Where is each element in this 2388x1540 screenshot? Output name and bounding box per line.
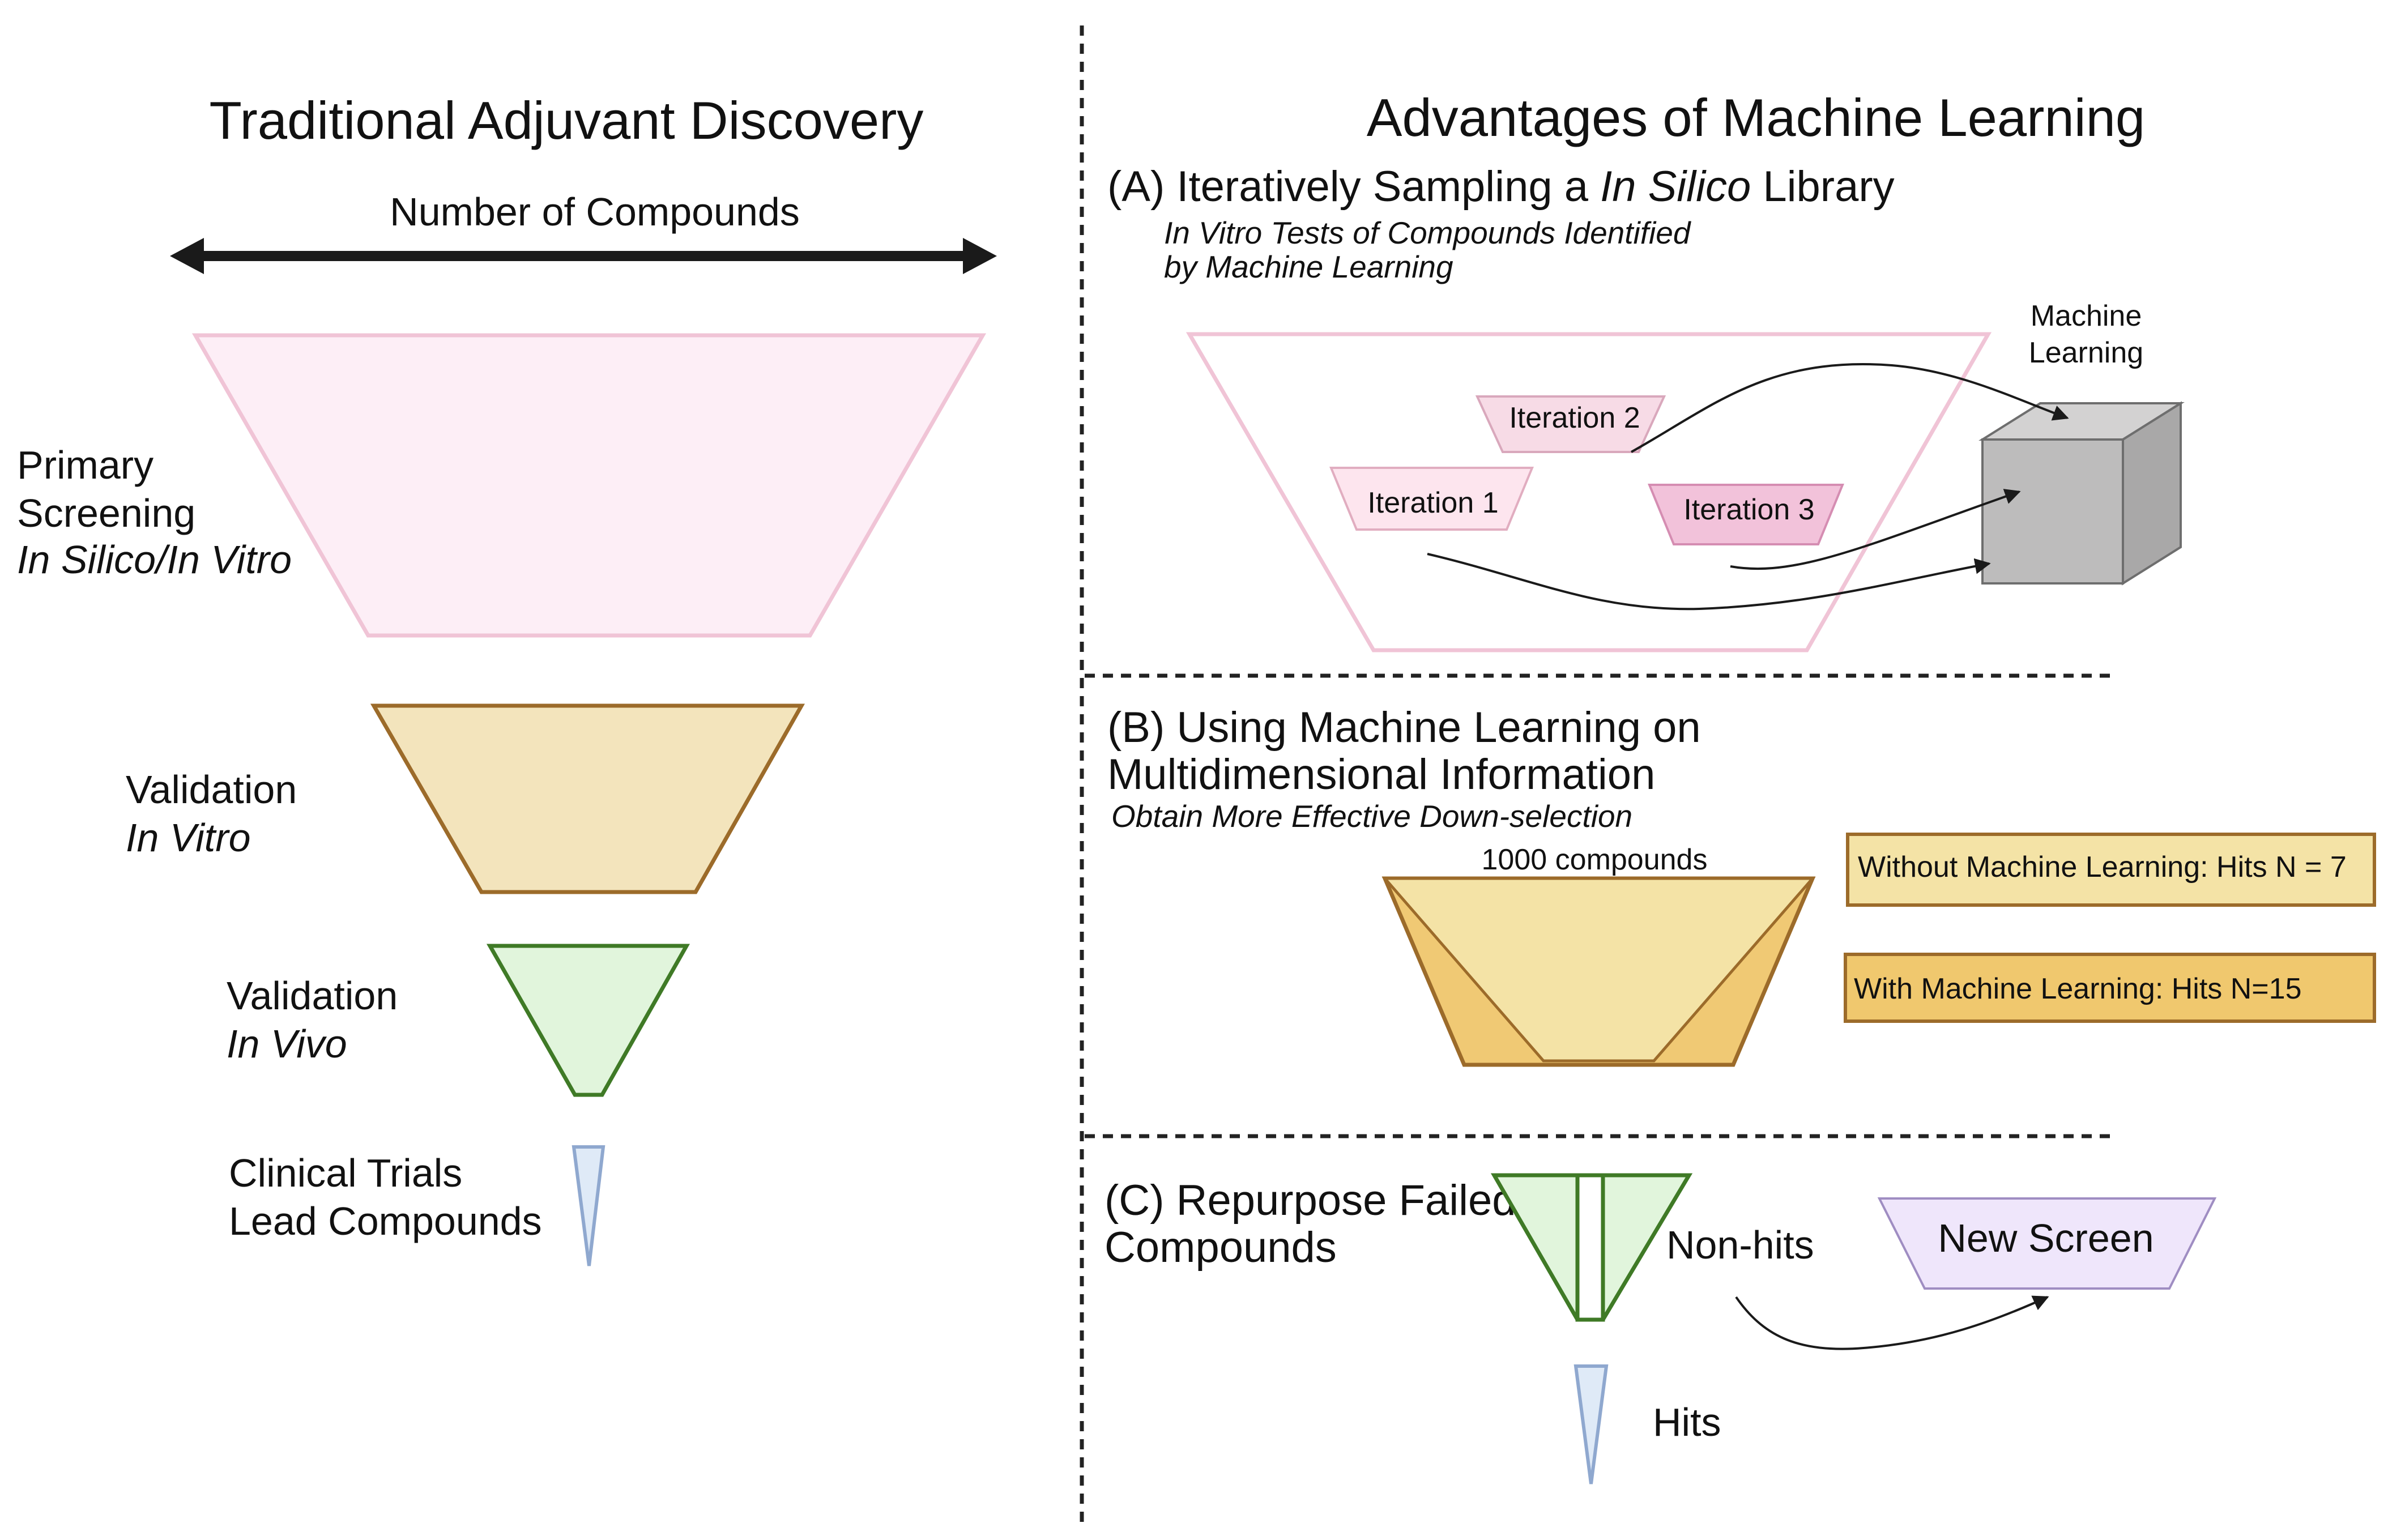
- section-a-note-line2: by Machine Learning: [1164, 249, 1453, 284]
- section-b-heading-line1: (B) Using Machine Learning on: [1107, 703, 1701, 752]
- funnel-1000-label: 1000 compounds: [1482, 843, 1708, 876]
- hits-label: Hits: [1653, 1400, 1721, 1444]
- new-screen-funnel: [1877, 1197, 2217, 1290]
- without-ml-box: [1846, 833, 2376, 907]
- without-ml-text: Without Machine Learning: Hits N = 7: [1858, 851, 2347, 884]
- axis-label: Number of Compounds: [390, 190, 800, 234]
- stage-vivo-line1: Validation: [227, 974, 398, 1018]
- stage-clinical-line2: Lead Compounds: [229, 1199, 542, 1243]
- new-screen-label: New Screen: [1938, 1216, 2154, 1260]
- machine-learning-cube-icon: [1978, 401, 2185, 586]
- arrow-iteration-3-to-ml: [1730, 489, 2021, 570]
- arrow-iteration-1-to-ml: [1427, 553, 1991, 611]
- stage-primary-line2: Screening: [17, 491, 195, 535]
- ml-down-selection-funnel: [1381, 876, 1816, 1067]
- funnel-validation-in-vivo: [486, 944, 690, 1097]
- section-a-heading: (A) Iteratively Sampling a In Silico Lib…: [1107, 163, 1895, 211]
- hits-spike: [1573, 1364, 1609, 1484]
- ml-label-line1: Machine: [2031, 300, 2142, 332]
- failed-compounds-funnel: [1490, 1173, 1693, 1322]
- in-silico-library-outline: [1186, 332, 1992, 652]
- funnel-primary-screening: [191, 333, 987, 638]
- ml-label-line2: Learning: [2029, 336, 2143, 369]
- stage-primary-line1: Primary: [17, 443, 153, 487]
- nonhits-label: Non-hits: [1666, 1223, 1814, 1267]
- stage-vivo-line2: In Vivo: [227, 1022, 347, 1066]
- section-a-note-line1: In Vitro Tests of Compounds Identified: [1164, 215, 1692, 250]
- with-ml-box: [1844, 953, 2376, 1023]
- stage-vitro-line1: Validation: [126, 767, 297, 812]
- section-c-heading-line2: Compounds: [1105, 1223, 1337, 1272]
- stage-vitro-line2: In Vitro: [126, 816, 251, 860]
- arrow-nonhits-to-new-screen: [1735, 1295, 2049, 1350]
- double-arrow-icon: [170, 238, 997, 274]
- iteration-2-label: Iteration 2: [1509, 402, 1640, 434]
- section-b-note: Obtain More Effective Down-selection: [1111, 799, 1632, 834]
- right-title: Advantages of Machine Learning: [1367, 88, 2145, 147]
- iteration-2-funnel: [1475, 395, 1666, 453]
- iteration-1-label: Iteration 1: [1367, 487, 1498, 519]
- left-title: Traditional Adjuvant Discovery: [210, 91, 924, 150]
- funnel-clinical-trials: [572, 1145, 605, 1266]
- iteration-3-funnel: [1648, 484, 1844, 545]
- iteration-3-label: Iteration 3: [1683, 493, 1814, 526]
- stage-primary-line3: In Silico/In Vitro: [17, 537, 292, 582]
- section-c-heading-line1: (C) Repurpose Failed: [1105, 1176, 1516, 1225]
- section-b-heading-line2: Multidimensional Information: [1107, 750, 1655, 799]
- with-ml-text: With Machine Learning: Hits N=15: [1854, 972, 2302, 1005]
- funnel-validation-in-vitro: [370, 703, 805, 894]
- arrow-iteration-2-to-ml: [1631, 362, 2069, 453]
- iteration-1-funnel: [1329, 467, 1534, 531]
- stage-clinical-line1: Clinical Trials: [229, 1151, 462, 1195]
